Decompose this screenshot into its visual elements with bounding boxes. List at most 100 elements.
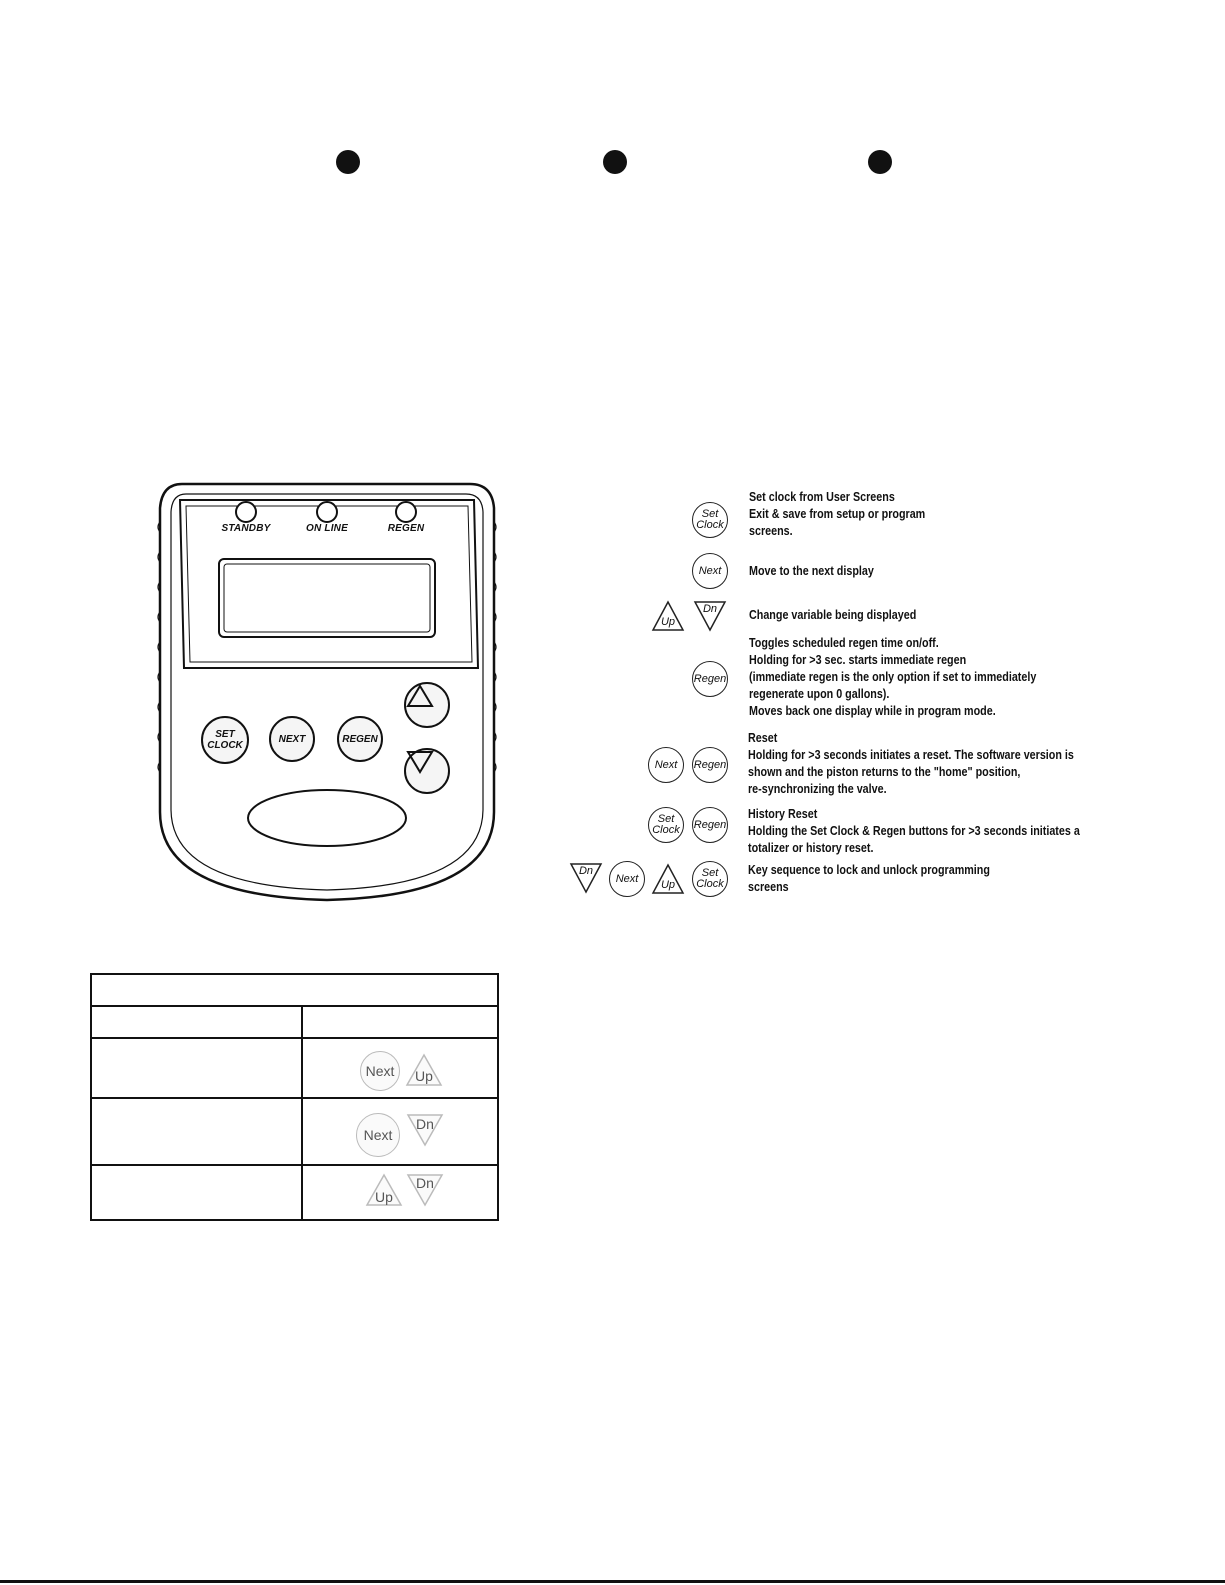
legend-lock-next-key-label: Next xyxy=(615,872,639,885)
table-row1-up-label: Up xyxy=(415,1068,433,1084)
table-rule xyxy=(92,1097,497,1099)
legend-lock-dn-key: Dn xyxy=(569,862,603,894)
legend-history-regen-key: Regen xyxy=(692,807,728,843)
bullet-dot-2 xyxy=(603,150,627,174)
legend-dn-key-label: Dn xyxy=(702,602,718,615)
legend-desc-line: regenerate upon 0 gallons). xyxy=(749,687,890,701)
legend-lock-dn-key-label: Dn xyxy=(578,864,594,877)
legend-desc-line: shown and the piston returns to the "hom… xyxy=(748,765,1021,779)
legend-history-set-clock-line1: Set xyxy=(657,813,675,825)
down-triangle-icon xyxy=(406,751,434,774)
up-triangle-icon xyxy=(365,1173,403,1206)
next-button[interactable]: NEXT xyxy=(269,716,315,762)
bottom-rule xyxy=(0,1580,1225,1583)
table-row3-dn-label: Dn xyxy=(416,1175,434,1191)
down-button[interactable] xyxy=(404,748,450,794)
led-label-online: ON LINE xyxy=(306,523,348,534)
legend-desc-next: Move to the next display xyxy=(749,563,874,580)
legend-desc-line: Holding for >3 sec. starts immediate reg… xyxy=(749,653,967,667)
table-rule xyxy=(92,1037,497,1039)
legend-reset-regen-key-label: Regen xyxy=(693,758,727,771)
legend-reset-next-key: Next xyxy=(648,747,684,783)
table-row1-next-label: Next xyxy=(365,1063,395,1079)
legend-up-key: Up xyxy=(651,600,685,632)
down-triangle-icon xyxy=(406,1114,444,1147)
legend-desc-line: (immediate regen is the only option if s… xyxy=(749,670,1037,684)
legend-desc-line: screens xyxy=(748,880,789,894)
legend-lock-next-key: Next xyxy=(609,861,645,897)
legend-set-clock-key-line1: Set xyxy=(701,508,719,520)
legend-history-regen-key-label: Regen xyxy=(693,818,727,831)
legend-desc-line: Toggles scheduled regen time on/off. xyxy=(749,636,939,650)
table-row1-next-key: Next xyxy=(360,1051,400,1091)
table-row2-next-label: Next xyxy=(363,1127,393,1143)
legend-next-key: Next xyxy=(692,553,728,589)
legend-desc-line: Set clock from User Screens xyxy=(749,490,895,504)
set-clock-button-line1: SET xyxy=(215,729,235,740)
bullet-dot-1 xyxy=(336,150,360,174)
key-combination-table: Next Up Next Dn Up Dn xyxy=(90,973,499,1221)
legend-desc-line: Reset xyxy=(748,731,778,745)
table-row2-next-key: Next xyxy=(356,1113,400,1157)
table-row2-dn-key: Dn xyxy=(406,1113,444,1147)
regen-button[interactable]: REGEN xyxy=(337,716,383,762)
legend-next-key-label: Next xyxy=(698,564,722,577)
down-triangle-icon xyxy=(693,601,727,632)
legend-lock-set-clock-line1: Set xyxy=(701,867,719,879)
up-button[interactable] xyxy=(404,682,450,728)
up-triangle-icon xyxy=(651,863,685,894)
legend-desc-line: History Reset xyxy=(748,807,818,821)
legend-desc-set-clock: Set clock from User Screens Exit & save … xyxy=(749,489,925,540)
regen-button-label: REGEN xyxy=(342,733,378,745)
legend-reset-next-key-label: Next xyxy=(654,758,678,771)
set-clock-button-line2: CLOCK xyxy=(207,740,243,751)
legend-desc-line: Move to the next display xyxy=(749,564,874,578)
legend-lock-up-key: Up xyxy=(651,863,685,895)
controller-outline-icon xyxy=(157,482,497,902)
up-triangle-icon xyxy=(405,1053,443,1086)
table-column-rule xyxy=(301,1005,303,1219)
led-label-standby: STANDBY xyxy=(221,523,271,534)
table-row1-up-key: Up xyxy=(405,1053,443,1087)
legend-desc-line: Key sequence to lock and unlock programm… xyxy=(748,863,990,877)
table-row3-up-label: Up xyxy=(375,1189,393,1205)
legend-set-clock-key-line2: Clock xyxy=(696,519,724,531)
bullet-dot-3 xyxy=(868,150,892,174)
legend-desc-regen: Toggles scheduled regen time on/off. Hol… xyxy=(749,635,1036,720)
up-triangle-icon xyxy=(651,600,685,631)
table-row3-dn-key: Dn xyxy=(406,1173,444,1207)
legend-desc-line: totalizer or history reset. xyxy=(748,841,874,855)
legend-desc-line: Change variable being displayed xyxy=(749,608,917,622)
up-triangle-icon xyxy=(406,684,434,707)
legend-desc-line: Holding for >3 seconds initiates a reset… xyxy=(748,748,1074,762)
legend-dn-key: Dn xyxy=(693,600,727,632)
down-triangle-icon xyxy=(406,1174,444,1207)
legend-reset-regen-key: Regen xyxy=(692,747,728,783)
legend-up-key-label: Up xyxy=(660,615,676,628)
legend-desc-line: Exit & save from setup or program xyxy=(749,507,926,521)
legend-desc-lock-sequence: Key sequence to lock and unlock programm… xyxy=(748,862,990,896)
table-rule xyxy=(92,1164,497,1166)
table-rule xyxy=(92,1005,497,1007)
table-row3-up-key: Up xyxy=(365,1173,403,1207)
legend-desc-line: Holding the Set Clock & Regen buttons fo… xyxy=(748,824,1080,838)
legend-desc-up-dn: Change variable being displayed xyxy=(749,607,916,624)
legend-desc-line: re-synchronizing the valve. xyxy=(748,782,887,796)
next-button-label: NEXT xyxy=(278,733,306,745)
legend-regen-key: Regen xyxy=(692,661,728,697)
down-triangle-icon xyxy=(569,863,603,894)
legend-lock-up-key-label: Up xyxy=(660,878,676,891)
legend-desc-line: screens. xyxy=(749,524,793,538)
legend-desc-history-reset: History Reset Holding the Set Clock & Re… xyxy=(748,806,1080,857)
legend-desc-reset: Reset Holding for >3 seconds initiates a… xyxy=(748,730,1074,798)
legend-regen-key-label: Regen xyxy=(693,672,727,685)
legend-lock-set-clock-line2: Clock xyxy=(696,878,724,890)
legend-desc-line: Moves back one display while in program … xyxy=(749,704,996,718)
legend-history-set-clock-line2: Clock xyxy=(652,824,680,836)
led-label-regen: REGEN xyxy=(387,523,425,534)
